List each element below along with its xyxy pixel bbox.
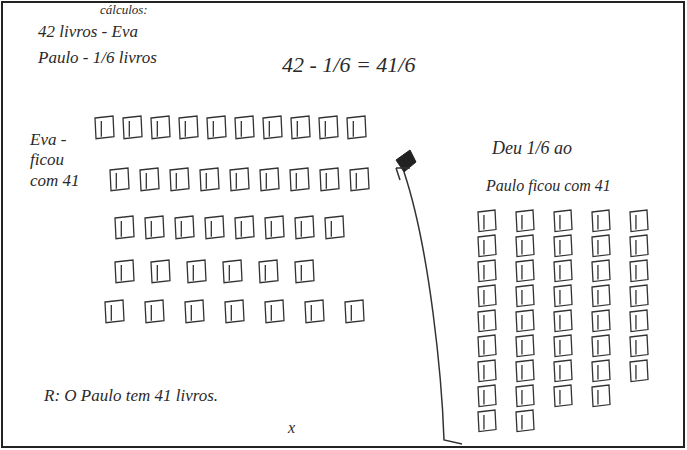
- handwritten-note: x: [288, 418, 295, 437]
- book-sketches: [478, 210, 648, 432]
- handwritten-note: 42 - 1/6 = 41/6: [282, 52, 415, 78]
- handwritten-note: Eva - ficou com 41: [30, 130, 88, 191]
- handwritten-note: R: O Paulo tem 41 livros.: [44, 386, 218, 406]
- handwritten-note: Deu 1/6 ao: [492, 138, 572, 160]
- handwritten-note: cálculos:: [100, 2, 148, 18]
- handwritten-note: Paulo - 1/6 livros: [38, 48, 157, 68]
- curved-arrow: [404, 172, 462, 444]
- arrow-head: [396, 168, 410, 180]
- book-sketches: [95, 116, 369, 323]
- handwritten-note: Paulo ficou com 41: [486, 176, 611, 195]
- handwritten-note: 42 livros - Eva: [38, 22, 138, 42]
